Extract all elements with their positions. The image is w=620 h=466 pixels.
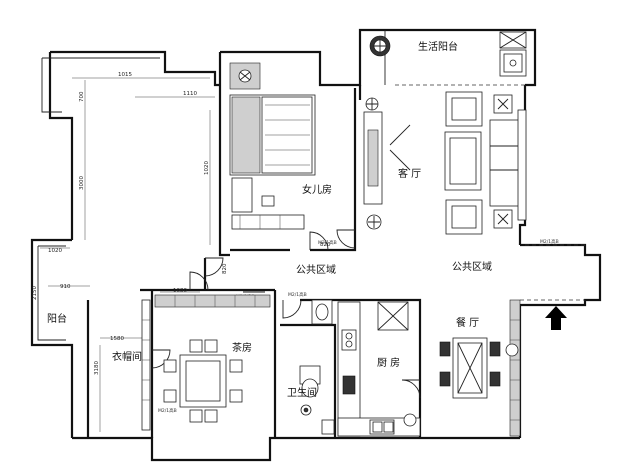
- dimension-910: 910: [60, 284, 71, 290]
- balcony-parapets: [37, 57, 585, 341]
- plant-icon-dining: [505, 343, 519, 357]
- dimension-700: 700: [79, 91, 85, 102]
- dining-sideboard: [509, 299, 521, 437]
- daughter-room-furniture: [229, 62, 316, 230]
- stove: [342, 375, 356, 395]
- label-service-balcony: 生活阳台: [418, 40, 458, 53]
- living-room-furniture: [363, 91, 527, 235]
- door-tag-daughter: M2/1高B: [318, 239, 337, 246]
- dimension-1580: 1580: [110, 336, 124, 342]
- dining-furniture: [439, 299, 521, 437]
- dimension-1110: 1110: [183, 91, 197, 97]
- plant-icon-service-balcony: [369, 35, 391, 57]
- tea-cabinet: [154, 294, 271, 308]
- dimension-3180: 3180: [94, 361, 100, 375]
- dimension-1020-a: 1020: [204, 161, 210, 175]
- nightstand: [231, 177, 253, 213]
- label-kitchen: 厨 房: [377, 356, 400, 369]
- dimension-1020-b: 1020: [48, 248, 62, 254]
- dimension-820-c: 820: [320, 242, 331, 248]
- entry-arrow-icon: [545, 306, 567, 330]
- plant-icon-daughter: [238, 69, 252, 83]
- label-bathroom: 卫生间: [287, 386, 317, 399]
- dining-chair-4: [489, 371, 501, 387]
- dimension-3000: 3000: [79, 176, 85, 190]
- label-living-room: 客 厅: [398, 167, 421, 180]
- sofa: [489, 119, 521, 207]
- tea-room-furniture: [154, 294, 271, 423]
- dimension-lines: [40, 77, 215, 432]
- dimension-2150: 2150: [32, 286, 38, 300]
- dimension-820-a: 820: [222, 263, 228, 274]
- label-daughter-room: 女儿房: [302, 183, 332, 196]
- label-public-area-left: 公共区域: [296, 263, 336, 276]
- service-balcony-furniture: [369, 31, 527, 77]
- dimension-1015: 1015: [118, 72, 132, 78]
- door-tag-dining: M2/1高B: [158, 407, 177, 414]
- desk-chair: [261, 195, 275, 207]
- daughter-desk: [231, 214, 305, 230]
- dining-chair-2: [439, 371, 451, 387]
- door-tag-living: M2/1高B: [540, 238, 559, 245]
- door-tag-tea-2: M2/1高B: [288, 291, 307, 298]
- label-tea-room: 茶房: [232, 341, 252, 354]
- room-labels: 生活阳台 女儿房 客 厅 公共区域 公共区域 阳台 衣帽间 茶房 厨 房 卫生间…: [47, 40, 492, 399]
- kitchen-counter-left: [337, 301, 361, 437]
- label-dining-room: 餐 厅: [456, 316, 479, 329]
- cloakroom-shelf: [141, 299, 151, 431]
- dimension-1080: 1080: [173, 288, 187, 294]
- interior-walls: [86, 30, 422, 438]
- outer-walls: [30, 28, 602, 462]
- bathroom-fixtures: [299, 299, 335, 435]
- label-public-area-right: 公共区域: [452, 260, 492, 273]
- label-cloakroom: 衣帽间: [112, 350, 142, 363]
- bed-pillow: [231, 96, 261, 174]
- bathroom-cabinet: [321, 419, 335, 435]
- dining-chair-3: [489, 341, 501, 357]
- cloakroom-furniture: [141, 299, 151, 431]
- label-balcony: 阳台: [47, 312, 67, 325]
- dining-chair-1: [439, 341, 451, 357]
- kitchen-fixtures: [337, 301, 421, 437]
